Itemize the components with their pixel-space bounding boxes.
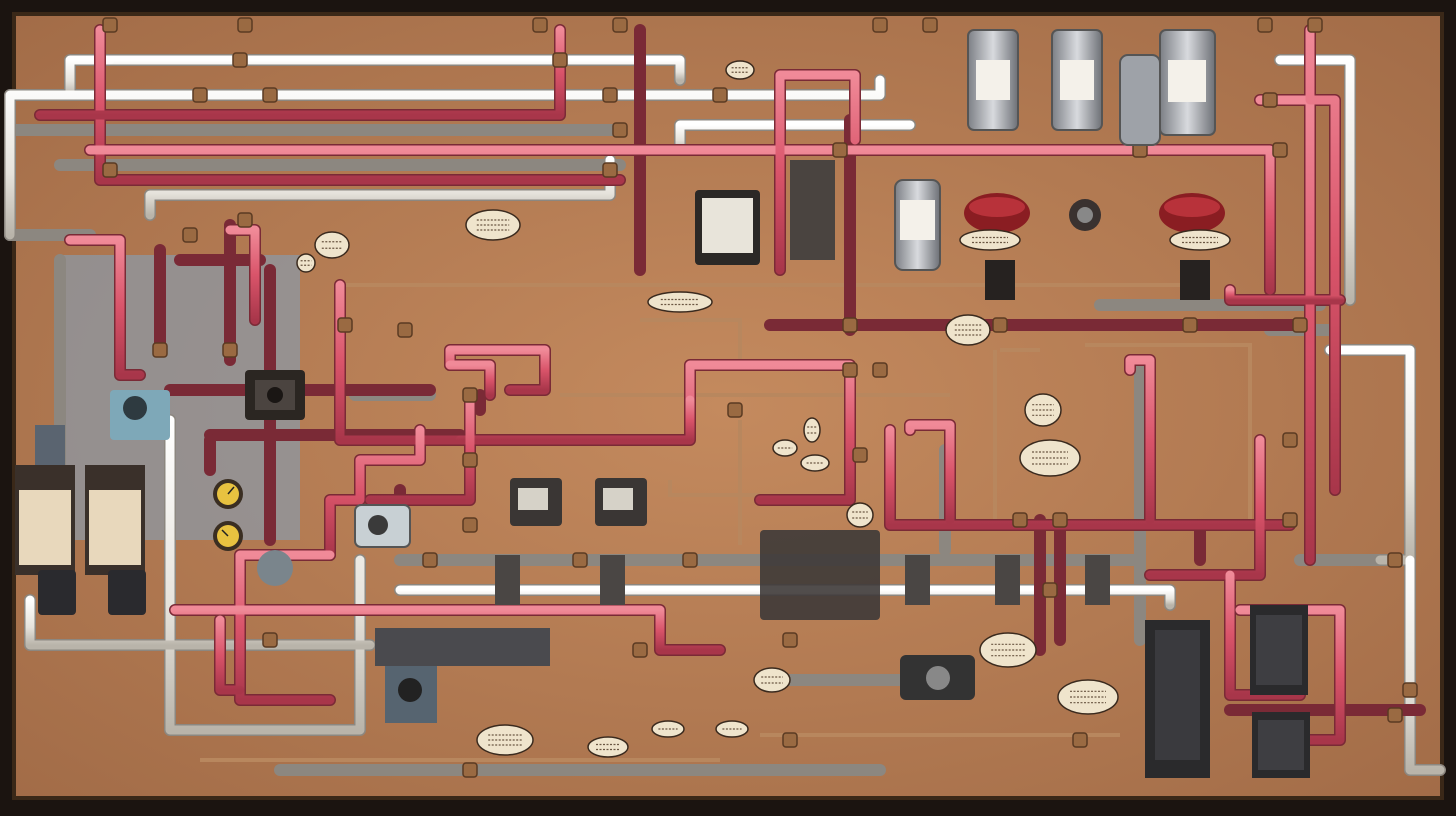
pressure-vessel-pair <box>964 193 1225 233</box>
label-tag <box>945 314 991 346</box>
valve-cluster-left[interactable] <box>245 370 305 420</box>
pressure-gauge-icon <box>213 479 243 551</box>
label-tag <box>800 454 830 472</box>
pipe-fitting <box>872 17 888 33</box>
pipe-fitting <box>712 87 728 103</box>
label-tag <box>651 720 685 738</box>
label-tag <box>959 229 1021 251</box>
pipe-fitting <box>1182 317 1198 333</box>
pipe-fitting <box>462 517 478 533</box>
label-tag <box>476 724 534 756</box>
pipe-fitting <box>182 227 198 243</box>
pipe-fitting <box>682 552 698 568</box>
pipe-fitting <box>552 52 568 68</box>
pipe-fitting <box>727 402 743 418</box>
pipe-fitting <box>462 452 478 468</box>
pipe-fitting <box>337 317 353 333</box>
pipe-fitting <box>1012 512 1028 528</box>
label-tag <box>979 632 1037 668</box>
pipe-fitting <box>102 162 118 178</box>
pipe-fitting <box>1282 512 1298 528</box>
pipe-fitting <box>1072 732 1088 748</box>
pipe-fitting <box>192 87 208 103</box>
pipe-fitting <box>1387 552 1403 568</box>
pipe-fitting <box>842 362 858 378</box>
pipe-fitting <box>782 732 798 748</box>
pipe-fitting <box>572 552 588 568</box>
label-tag <box>1057 679 1119 715</box>
pipe-fitting <box>1272 142 1288 158</box>
pipe-fitting <box>602 162 618 178</box>
pipe-fitting <box>462 387 478 403</box>
pipe-fitting <box>1387 707 1403 723</box>
pipe-fitting <box>397 322 413 338</box>
pipe-fitting <box>922 17 938 33</box>
pipe-fitting <box>1402 682 1418 698</box>
pipe-fitting <box>992 317 1008 333</box>
valve-icon[interactable] <box>985 260 1210 300</box>
pipe-fitting <box>782 632 798 648</box>
label-tag <box>803 417 821 443</box>
label-tag <box>715 720 749 738</box>
pipe-fitting <box>832 142 848 158</box>
label-tag <box>587 736 629 758</box>
label-tag <box>314 231 350 259</box>
pipe-fitting <box>612 122 628 138</box>
pipe-fitting <box>102 17 118 33</box>
pipe-fitting <box>632 642 648 658</box>
pipe-fitting <box>422 552 438 568</box>
pipe-fitting <box>602 87 618 103</box>
pipe-fitting <box>1262 92 1278 108</box>
expansion-tank-icon <box>967 29 1216 146</box>
pipe-fitting <box>152 342 168 358</box>
pipe-fitting <box>1292 317 1308 333</box>
label-tag <box>296 253 316 273</box>
pipe-fitting <box>1042 582 1058 598</box>
pipe-fitting <box>1052 512 1068 528</box>
pipe-fitting <box>237 212 253 228</box>
pipe-fitting <box>462 762 478 778</box>
pipe-fitting <box>842 317 858 333</box>
manifold-valves <box>495 530 1110 620</box>
pipe-fitting <box>532 17 548 33</box>
pipe-fitting <box>222 342 238 358</box>
pipe-fittings <box>102 17 1418 778</box>
electrical-panel-left <box>15 390 170 615</box>
label-tags <box>296 60 1231 758</box>
label-tag <box>1019 439 1081 477</box>
control-box-center <box>695 160 941 271</box>
pump-icon <box>257 478 975 723</box>
label-tag <box>772 439 798 457</box>
pipe-fitting <box>1307 17 1323 33</box>
pipe-fitting <box>872 362 888 378</box>
label-tag <box>1024 393 1062 427</box>
copper-lines <box>200 283 1252 762</box>
label-tag <box>465 209 521 241</box>
label-tag <box>1169 229 1231 251</box>
label-tag <box>647 291 713 313</box>
label-tag <box>846 502 874 528</box>
pipe-fitting <box>237 17 253 33</box>
label-tag <box>725 60 755 80</box>
pipe-fitting <box>262 87 278 103</box>
control-cabinet-icon <box>1145 605 1310 778</box>
pipe-fitting <box>262 632 278 648</box>
pipe-fitting <box>1257 17 1273 33</box>
pipe-fitting <box>612 17 628 33</box>
pipe-fitting <box>232 52 248 68</box>
pipe-fitting <box>852 447 868 463</box>
label-tag <box>753 667 791 693</box>
pipe-fitting <box>1282 432 1298 448</box>
